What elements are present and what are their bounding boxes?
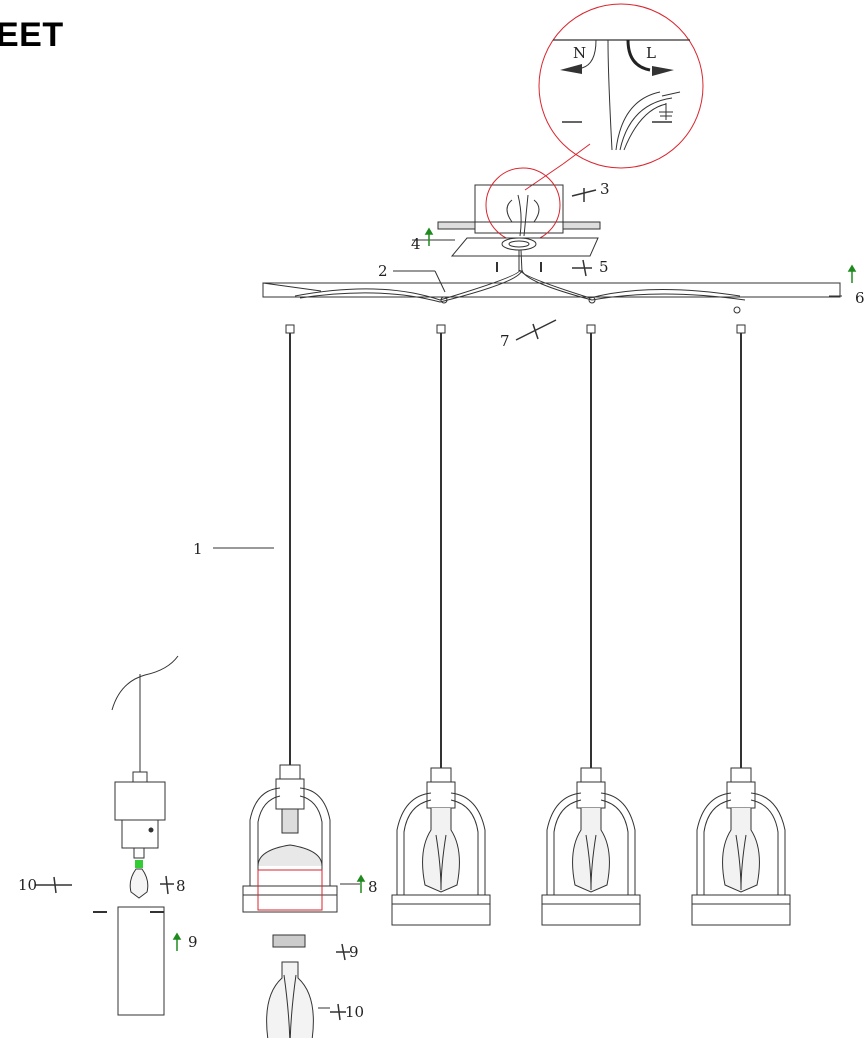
callout-8-left: 8 [176,877,186,895]
callout-4: 4 [411,235,421,253]
wiring-detail: N L [524,3,704,191]
callout-6: 6 [855,289,865,307]
screwdriver-icons [35,188,597,1021]
callout-9-left: 9 [188,933,198,951]
callout-8-right: 8 [368,878,378,896]
pendant-assembled-3 [541,767,641,926]
callout-1: 1 [193,540,203,558]
green-arrows [172,227,857,951]
pendant-assembled-4 [691,767,791,926]
callout-2: 2 [378,262,388,280]
callout-5: 5 [599,258,609,276]
page-title: EET [0,16,64,54]
pendant-alternative [93,655,179,1016]
pendant-assembled-2 [391,767,491,926]
callout-9-right: 9 [349,943,359,961]
callout-7: 7 [500,332,510,350]
pendant-exploded [242,764,338,1042]
callout-3: 3 [600,180,610,198]
callout-10-left: 10 [18,876,37,894]
junction-box [437,167,601,243]
neutral-label: N [573,44,586,62]
callouts: 1 2 3 4 5 6 7 8 8 9 9 10 10 [18,180,865,1021]
canopy-bar [262,269,841,314]
leader-lines [213,239,842,1009]
callout-10-right: 10 [345,1003,364,1021]
live-label: L [646,44,656,62]
suspension-cords [285,324,746,768]
mounting-plate [450,237,599,273]
